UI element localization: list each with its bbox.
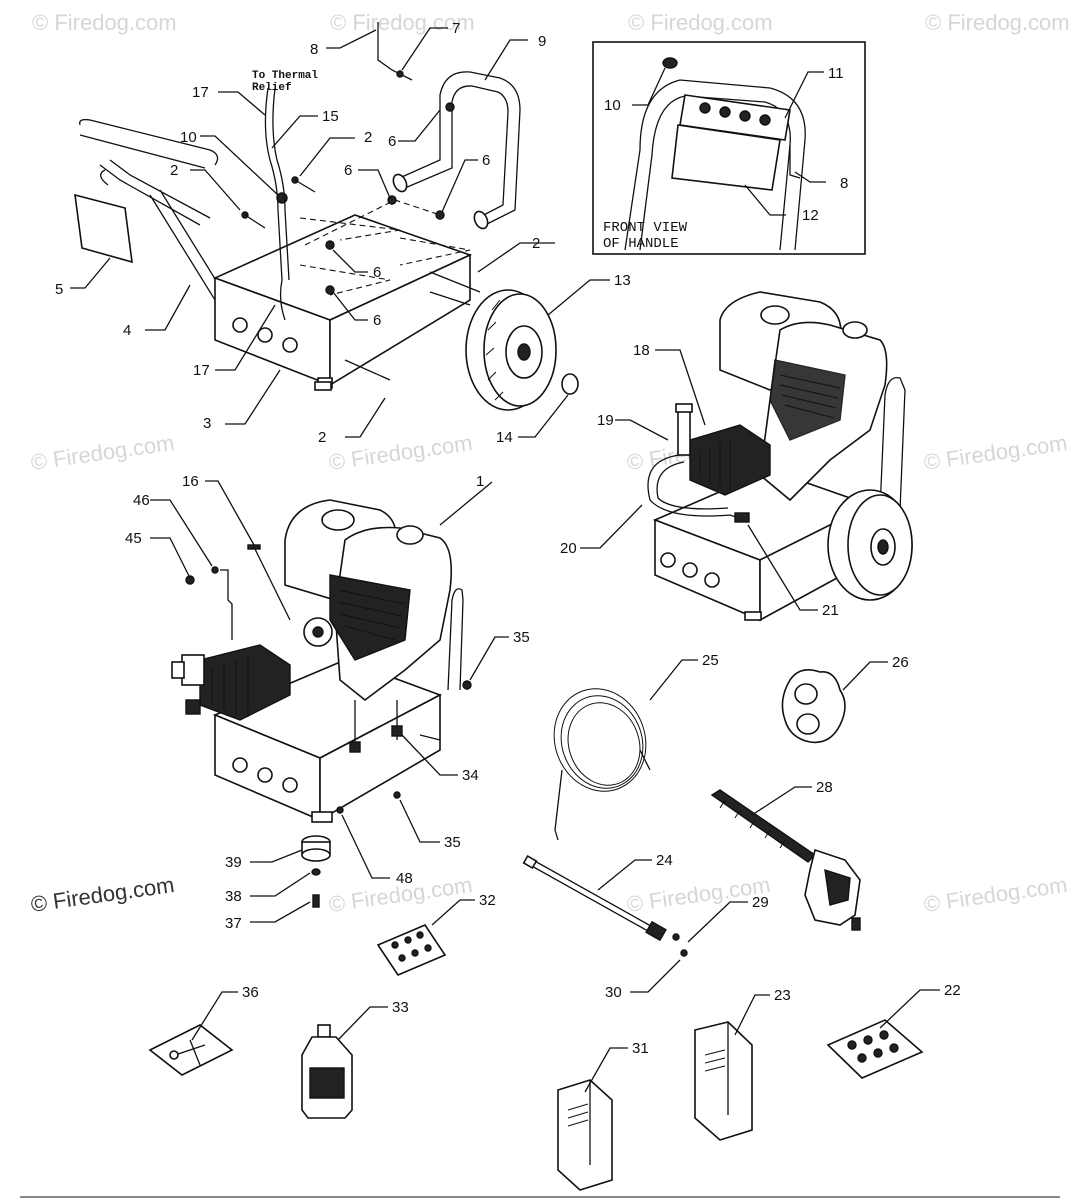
- callout-7: 7: [452, 20, 460, 37]
- callout-39: 39: [225, 854, 242, 871]
- callout-45: 45: [125, 530, 142, 547]
- callout-17: 17: [192, 84, 209, 101]
- callout-8: 8: [310, 41, 318, 58]
- callout-2: 2: [532, 235, 540, 252]
- callout-6: 6: [373, 264, 381, 281]
- callout-48: 48: [396, 870, 413, 887]
- frame-side: [329, 253, 471, 387]
- frame-assembly: [74, 22, 579, 411]
- callout-25: 25: [702, 652, 719, 669]
- callout-23: 23: [774, 987, 791, 1004]
- callout-8: 8: [840, 175, 848, 192]
- callout-9: 9: [538, 33, 546, 50]
- callout-15: 15: [322, 108, 339, 125]
- manual-31: [557, 1079, 613, 1191]
- watermark: © Firedog.com: [922, 430, 1069, 475]
- watermark: © Firedog.com: [925, 10, 1070, 35]
- tool-pack: [148, 1024, 234, 1076]
- callout-6: 6: [388, 133, 396, 150]
- thermal-relief-note-line2: Relief: [252, 82, 292, 94]
- manual-23: [694, 1021, 753, 1141]
- high-pressure-hose: [553, 688, 651, 841]
- callout-5: 5: [55, 281, 63, 298]
- parts-bag: [826, 1019, 924, 1079]
- wheel-13: [465, 289, 557, 411]
- oil-bottle: [301, 1024, 353, 1119]
- callout-10: 10: [180, 129, 197, 146]
- callout-10: 10: [604, 97, 621, 114]
- callout-11: 11: [828, 65, 844, 82]
- spray-wand: [522, 854, 688, 957]
- callout-6: 6: [373, 312, 381, 329]
- watermark: © Firedog.com: [29, 872, 176, 917]
- callout-2: 2: [364, 129, 372, 146]
- callout-22: 22: [944, 982, 961, 999]
- watermark: © Firedog.com: [330, 10, 475, 35]
- callout-21: 21: [822, 602, 839, 619]
- callout-19: 19: [597, 412, 614, 429]
- inset-caption-line2: OF HANDLE: [603, 236, 679, 252]
- thermal-relief-note-line1: To Thermal: [252, 70, 318, 82]
- callout-17: 17: [193, 362, 210, 379]
- callout-2: 2: [170, 162, 178, 179]
- callout-31: 31: [632, 1040, 649, 1057]
- callout-38: 38: [225, 888, 242, 905]
- callout-36: 36: [242, 984, 259, 1001]
- handle-front-view-inset: FRONT VIEW OF HANDLE: [592, 41, 866, 255]
- inset-caption-line1: FRONT VIEW: [603, 220, 688, 236]
- hubcap-14: [561, 373, 579, 395]
- callout-leaders: [70, 27, 940, 1093]
- callout-12: 12: [802, 207, 819, 224]
- label-sheet: [74, 193, 133, 264]
- callout-13: 13: [614, 272, 631, 289]
- watermark: © Firedog.com: [29, 430, 176, 475]
- callout-26: 26: [892, 654, 909, 671]
- callout-1: 1: [476, 473, 484, 490]
- callout-29: 29: [752, 894, 769, 911]
- engine-pump-assembly: [171, 499, 472, 908]
- callout-46: 46: [133, 492, 150, 509]
- callout-16: 16: [182, 473, 199, 490]
- callout-30: 30: [605, 984, 622, 1001]
- callout-3: 3: [203, 415, 211, 432]
- callout-34: 34: [462, 767, 479, 784]
- watermark: © Firedog.com: [628, 10, 773, 35]
- watermark: © Firedog.com: [32, 10, 177, 35]
- callout-14: 14: [496, 429, 513, 446]
- callout-2: 2: [318, 429, 326, 446]
- nozzle-kit: [376, 924, 447, 976]
- callout-35: 35: [444, 834, 461, 851]
- watermark: © Firedog.com: [922, 872, 1069, 917]
- spray-gun: [710, 789, 861, 931]
- callout-24: 24: [656, 852, 673, 869]
- watermarks: © Firedog.com © Firedog.com © Firedog.co…: [29, 10, 1069, 917]
- watermark: © Firedog.com: [625, 872, 772, 917]
- callout-20: 20: [560, 540, 577, 557]
- callout-32: 32: [479, 892, 496, 909]
- callout-4: 4: [123, 322, 131, 339]
- assembled-unit: [647, 291, 913, 622]
- callout-6: 6: [344, 162, 352, 179]
- callout-37: 37: [225, 915, 242, 932]
- accessories: [148, 669, 924, 1191]
- callout-28: 28: [816, 779, 833, 796]
- callout-35: 35: [513, 629, 530, 646]
- callout-33: 33: [392, 999, 409, 1016]
- callout-6: 6: [482, 152, 490, 169]
- handle-9: [394, 71, 521, 226]
- callout-18: 18: [633, 342, 650, 359]
- callout-numbers: 1 2 2 2 2 3 4 5 6 6 6 6 6 7 8 8 9 10 10 …: [55, 20, 961, 1057]
- safety-goggles: [781, 669, 846, 744]
- handle-4: [79, 118, 219, 166]
